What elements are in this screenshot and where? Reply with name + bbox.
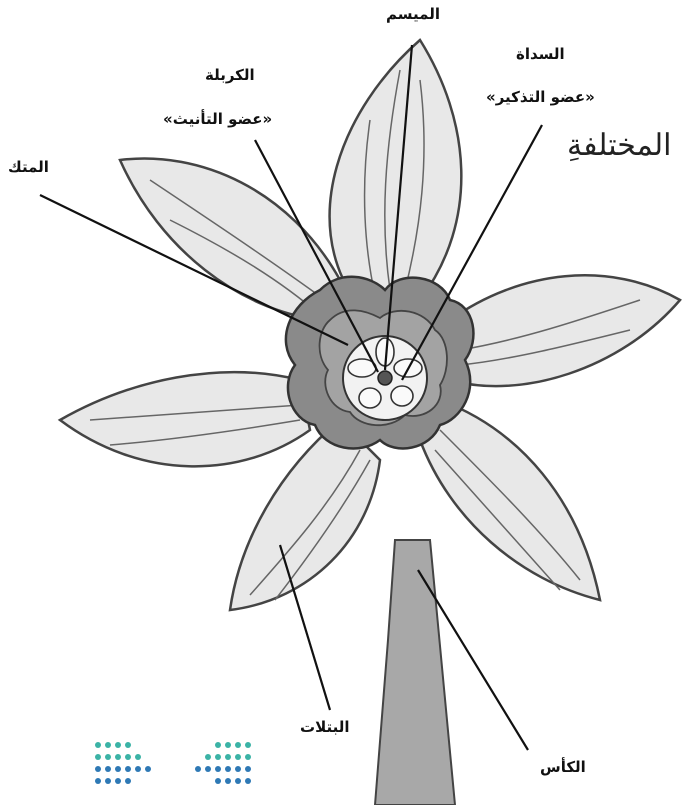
stamen-label: السداة bbox=[516, 45, 565, 63]
stem bbox=[375, 540, 455, 805]
petal-right bbox=[450, 275, 680, 386]
fragment-text: المختلفةِ bbox=[567, 128, 671, 163]
petals-label: البتلات bbox=[300, 718, 349, 736]
stamen-note-label: «عضو التذكير» bbox=[486, 88, 595, 106]
anther-label: المتك bbox=[8, 158, 49, 176]
carpel-label: الكربلة bbox=[205, 66, 255, 84]
carpel-note-label: «عضو التأنيث» bbox=[163, 110, 272, 128]
ministry-logo bbox=[88, 735, 268, 805]
stigma-label: الميسم bbox=[386, 5, 440, 23]
flower-center bbox=[343, 336, 427, 420]
petal-top bbox=[330, 40, 462, 300]
sepals-label: الكأس bbox=[540, 758, 586, 776]
